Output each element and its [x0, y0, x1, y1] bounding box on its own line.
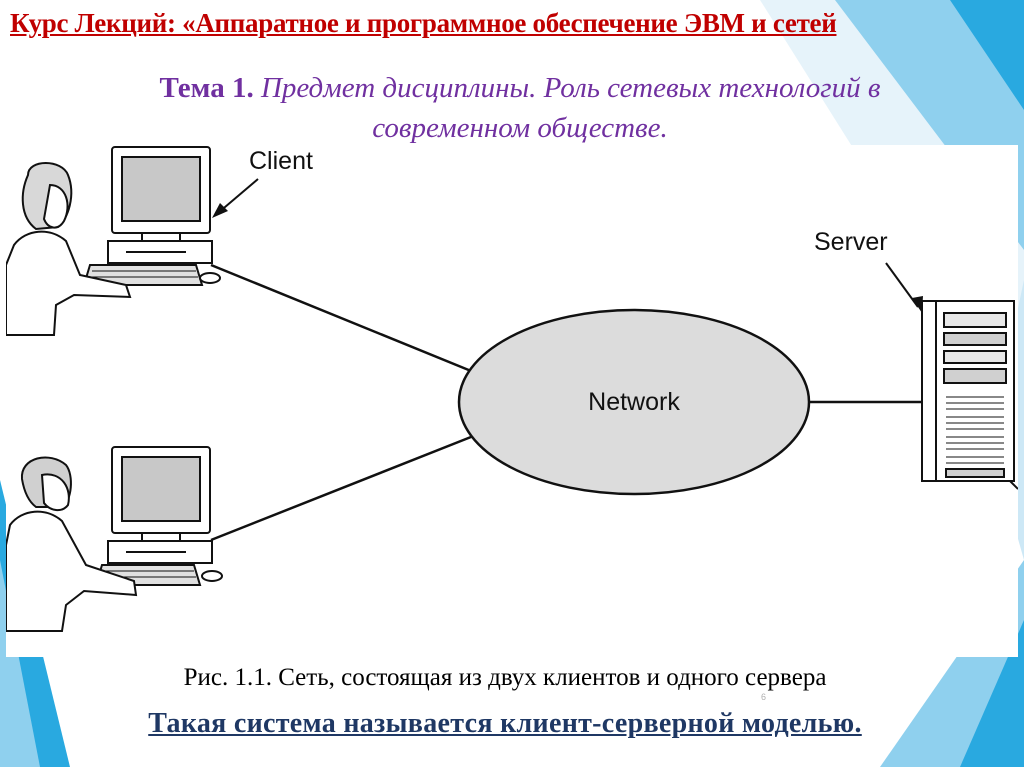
- conclusion-text: Такая система называется клиент-серверно…: [148, 708, 862, 739]
- topic-label: Тема 1.: [159, 72, 254, 104]
- client-user-1: [6, 162, 132, 336]
- course-title: Курс Лекций: «Аппаратное и программное о…: [10, 8, 837, 38]
- client-arrow: [212, 178, 259, 218]
- link-client2-network: [210, 433, 477, 542]
- client-server-diagram: Network Client Server: [6, 145, 1018, 657]
- server-arrow: [885, 262, 923, 313]
- topic-text: Предмет дисциплины. Роль сетевых техноло…: [260, 72, 881, 144]
- server-tower: [921, 300, 1018, 490]
- page-number: 6: [761, 692, 767, 702]
- link-client1-network: [210, 263, 477, 375]
- topic-heading: Тема 1. Предмет дисциплины. Роль сетевых…: [80, 68, 960, 148]
- client-label: Client: [249, 147, 313, 175]
- client-computer-2: [94, 446, 223, 586]
- network-label: Network: [588, 388, 680, 416]
- server-label: Server: [814, 228, 888, 256]
- network-ellipse: [457, 308, 811, 496]
- client-user-2: [6, 456, 138, 632]
- figure-caption: Рис. 1.1. Сеть, состоящая из двух клиент…: [183, 664, 827, 691]
